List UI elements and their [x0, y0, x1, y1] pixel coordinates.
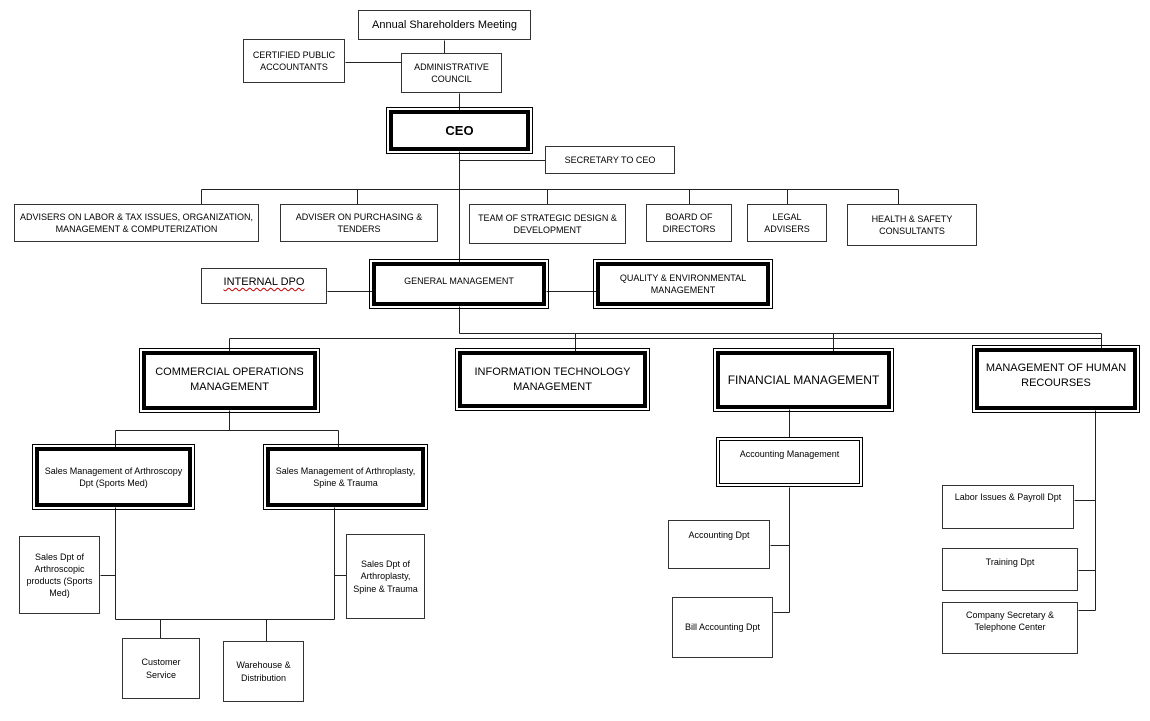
- sales-dpt-arthroscopic-label: Sales Dpt of Arthroscopic products (Spor…: [26, 551, 93, 599]
- ceo-box: CEO: [386, 107, 533, 154]
- health-safety-label: HEALTH & SAFETY CONSULTANTS: [871, 213, 953, 236]
- it-management-box: INFORMATION TECHNOLOGY MANAGEMENT: [455, 348, 650, 411]
- sales-arthroplasty-label: Sales Management of Arthroplasty, Spine …: [275, 465, 416, 488]
- company-secretary-box: Company Secretary & Telephone Center: [942, 602, 1078, 654]
- training-dpt-box: Training Dpt: [942, 548, 1078, 591]
- financial-management-label: FINANCIAL MANAGEMENT: [727, 372, 880, 387]
- bill-accounting-box: Bill Accounting Dpt: [672, 597, 773, 658]
- strategic-team-label: TEAM OF STRATEGIC DESIGN & DEVELOPMENT: [478, 212, 617, 235]
- customer-service-label: Customer Service: [141, 657, 181, 680]
- board-of-directors-box: BOARD OF DIRECTORS: [646, 204, 732, 242]
- sales-dpt-arthroplasty-box: Sales Dpt of Arthroplasty, Spine & Traum…: [346, 534, 425, 619]
- adviser-purchasing-box: ADVISER ON PURCHASING & TENDERS: [280, 204, 438, 242]
- shareholders-meeting-box: Annual Shareholders Meeting: [358, 10, 531, 40]
- ceo-label: CEO: [445, 122, 474, 138]
- cpa-box: CERTIFIED PUBLIC ACCOUNTANTS: [243, 39, 345, 83]
- sales-arthroplasty-box: Sales Management of Arthroplasty, Spine …: [263, 444, 428, 510]
- quality-environmental-box: QUALITY & ENVIRONMENTAL MANAGEMENT: [593, 259, 773, 309]
- quality-environmental-label: QUALITY & ENVIRONMENTAL MANAGEMENT: [619, 272, 747, 295]
- legal-advisers-box: LEGAL ADVISERS: [747, 204, 827, 242]
- secretary-box: SECRETARY TO CEO: [545, 146, 675, 174]
- sales-dpt-arthroscopic-box: Sales Dpt of Arthroscopic products (Spor…: [19, 536, 100, 614]
- adviser-purchasing-label: ADVISER ON PURCHASING & TENDERS: [295, 211, 423, 234]
- accounting-dpt-box: Accounting Dpt: [668, 520, 770, 569]
- sales-arthroscopy-label: Sales Management of Arthroscopy Dpt (Spo…: [44, 465, 183, 488]
- shareholders-meeting-label: Annual Shareholders Meeting: [372, 18, 517, 31]
- admin-council-box: ADMINISTRATIVE COUNCIL: [401, 53, 502, 93]
- internal-dpo-label: INTERNAL DPO: [223, 276, 305, 288]
- adviser-labor-tax-box: ADVISERS ON LABOR & TAX ISSUES, ORGANIZA…: [14, 204, 259, 242]
- admin-council-label: ADMINISTRATIVE COUNCIL: [414, 61, 489, 84]
- sales-dpt-arthroplasty-label: Sales Dpt of Arthroplasty, Spine & Traum…: [353, 559, 418, 594]
- commercial-operations-box: COMMERCIAL OPERATIONS MANAGEMENT: [139, 348, 320, 413]
- human-resources-label: MANAGEMENT OF HUMAN RECOURSES: [985, 362, 1127, 389]
- sales-arthroscopy-box: Sales Management of Arthroscopy Dpt (Spo…: [32, 444, 195, 510]
- secretary-label: SECRETARY TO CEO: [564, 154, 656, 165]
- bill-accounting-label: Bill Accounting Dpt: [684, 622, 761, 633]
- company-secretary-label: Company Secretary & Telephone Center: [965, 610, 1055, 633]
- commercial-operations-label: COMMERCIAL OPERATIONS MANAGEMENT: [155, 366, 304, 393]
- warehouse-distribution-box: Warehouse & Distribution: [223, 641, 304, 702]
- accounting-management-label: Accounting Management: [739, 449, 840, 459]
- health-safety-box: HEALTH & SAFETY CONSULTANTS: [847, 204, 977, 246]
- board-of-directors-label: BOARD OF DIRECTORS: [662, 211, 716, 234]
- general-management-label: GENERAL MANAGEMENT: [404, 276, 514, 286]
- customer-service-box: Customer Service: [122, 638, 200, 699]
- warehouse-distribution-label: Warehouse & Distribution: [236, 660, 291, 683]
- labor-issues-label: Labor Issues & Payroll Dpt: [954, 492, 1062, 502]
- internal-dpo-box: INTERNAL DPO: [201, 268, 327, 304]
- financial-management-box: FINANCIAL MANAGEMENT: [713, 348, 894, 412]
- training-dpt-label: Training Dpt: [985, 557, 1035, 567]
- general-management-box: GENERAL MANAGEMENT: [369, 259, 549, 309]
- strategic-team-box: TEAM OF STRATEGIC DESIGN & DEVELOPMENT: [469, 204, 626, 244]
- labor-issues-box: Labor Issues & Payroll Dpt: [942, 485, 1074, 529]
- accounting-dpt-label: Accounting Dpt: [688, 530, 750, 540]
- accounting-management-box: Accounting Management: [716, 437, 863, 487]
- adviser-labor-tax-label: ADVISERS ON LABOR & TAX ISSUES, ORGANIZA…: [19, 211, 254, 234]
- cpa-label: CERTIFIED PUBLIC ACCOUNTANTS: [252, 49, 336, 72]
- human-resources-box: MANAGEMENT OF HUMAN RECOURSES: [972, 345, 1140, 413]
- it-management-label: INFORMATION TECHNOLOGY MANAGEMENT: [474, 366, 631, 393]
- legal-advisers-label: LEGAL ADVISERS: [764, 211, 810, 234]
